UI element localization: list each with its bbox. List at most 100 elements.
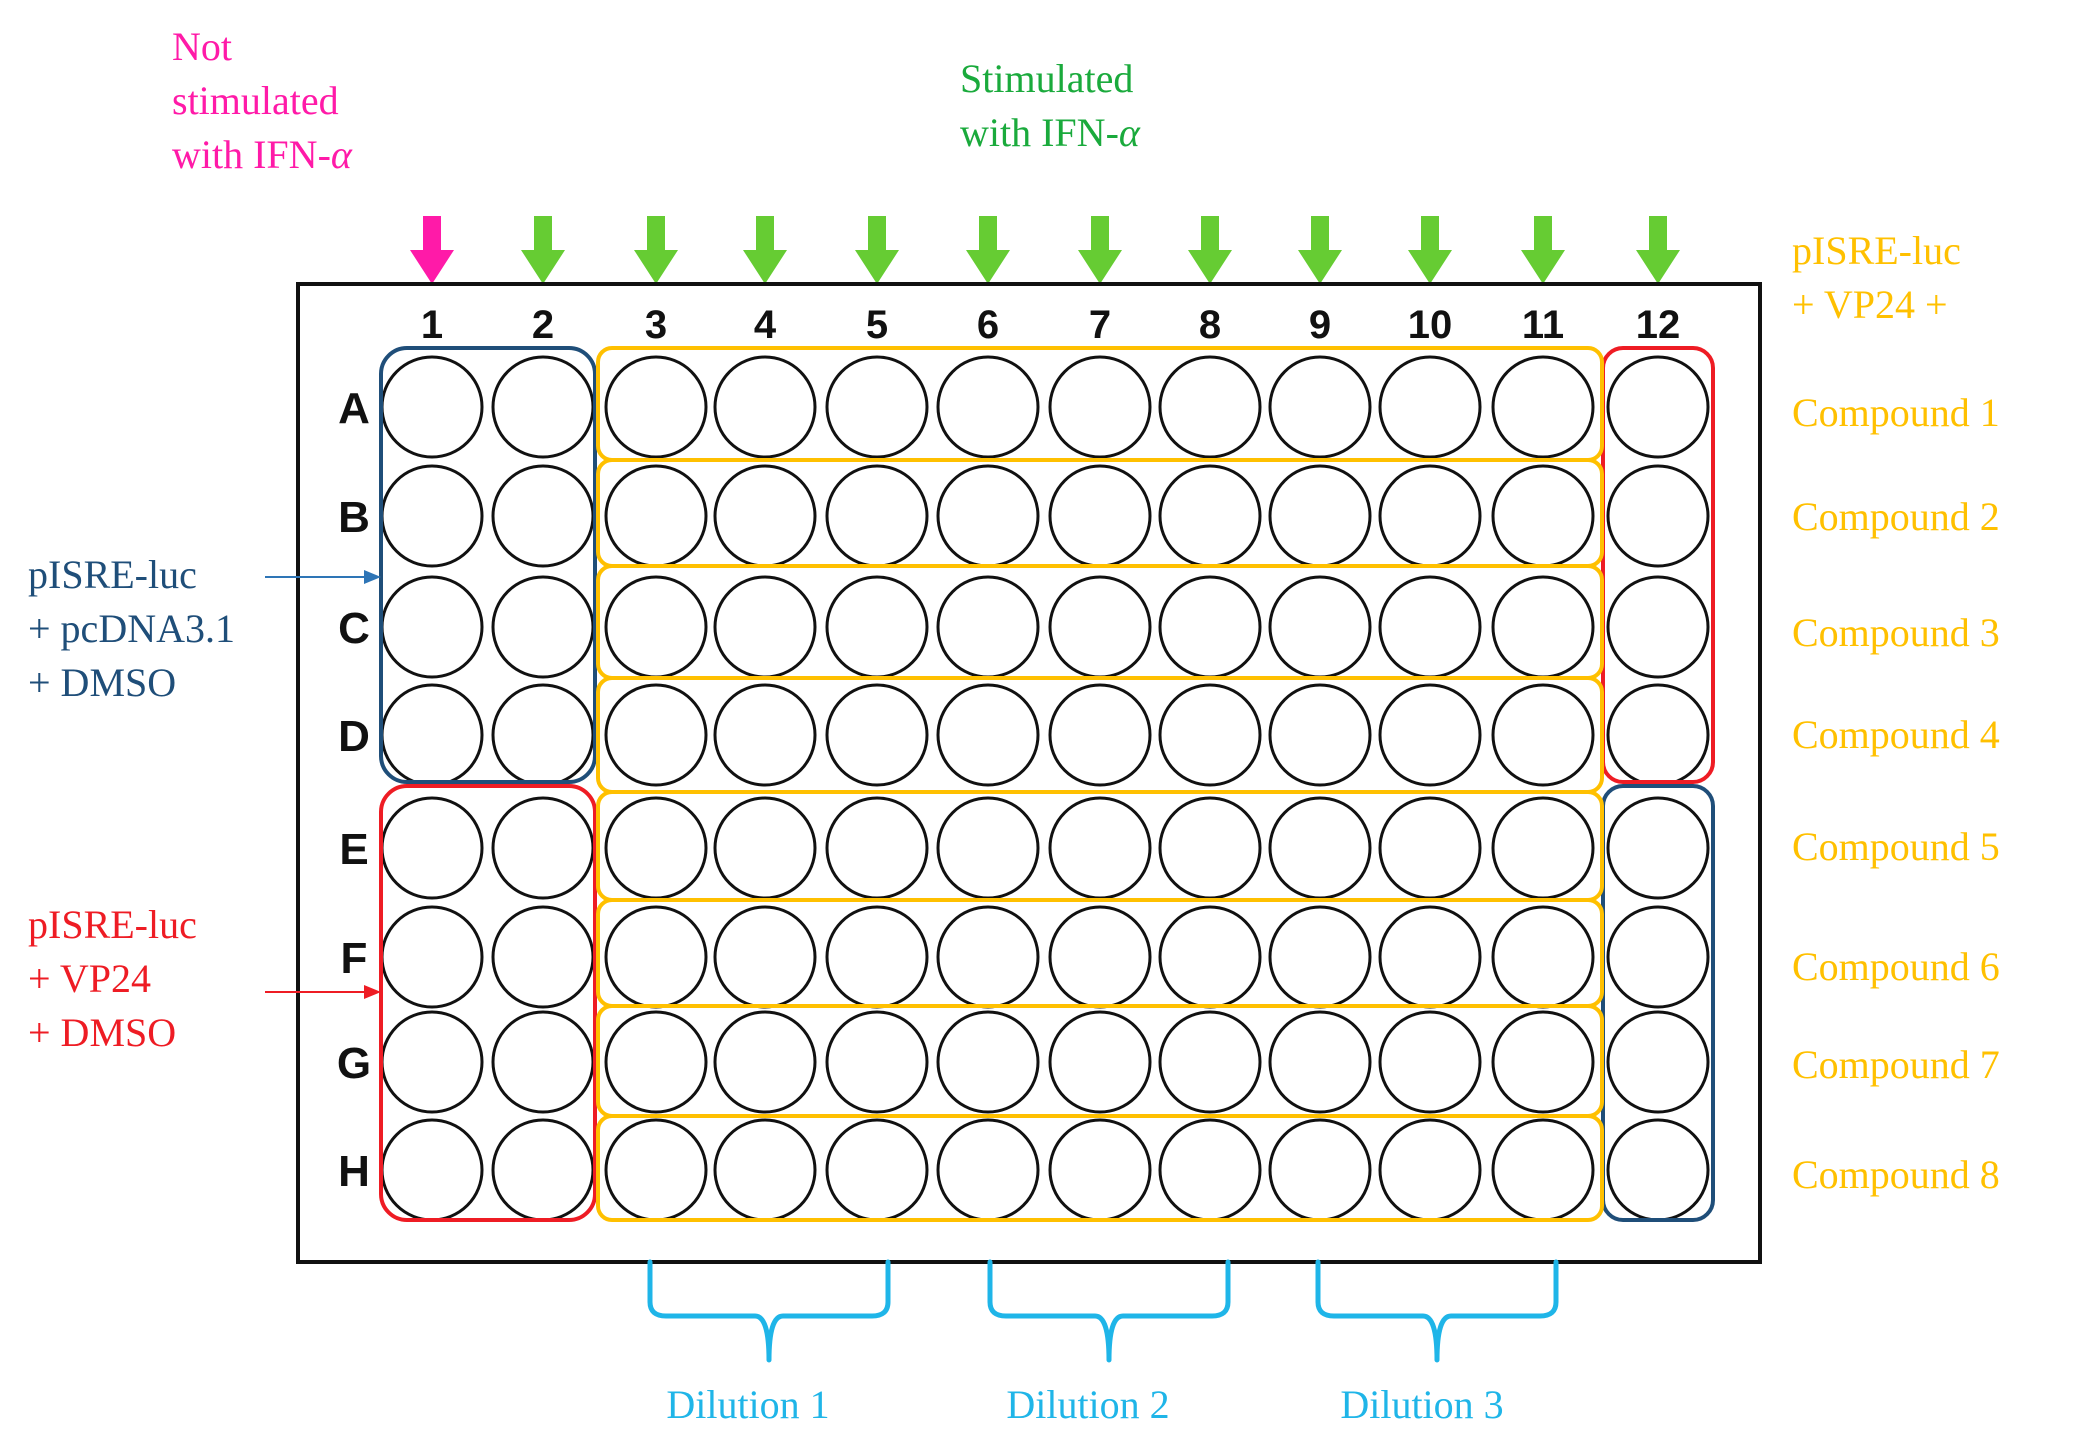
- green-arrow: [521, 216, 565, 284]
- well: [1048, 1118, 1152, 1222]
- well: [1048, 905, 1152, 1009]
- well: [936, 905, 1040, 1009]
- well: [1491, 1010, 1595, 1114]
- dilution-label: Dilution 2: [1006, 1382, 1169, 1427]
- well: [604, 683, 708, 787]
- well: [491, 575, 595, 679]
- well: [1606, 575, 1710, 679]
- compound-row-box: [596, 1114, 1604, 1222]
- well: [380, 1010, 484, 1114]
- well: [1158, 355, 1262, 459]
- well: [936, 355, 1040, 459]
- well: [491, 464, 595, 568]
- well: [1048, 1010, 1152, 1114]
- well: [604, 355, 708, 459]
- not-stimulated-line-3-text: with IFN-: [172, 132, 331, 177]
- column-number: 12: [1636, 303, 1681, 347]
- well: [936, 683, 1040, 787]
- well: [380, 905, 484, 1009]
- green-arrow: [1408, 216, 1452, 284]
- well: [1606, 905, 1710, 1009]
- green-arrow: [634, 216, 678, 284]
- arrow-shape: [855, 216, 899, 284]
- arrow-shape: [1521, 216, 1565, 284]
- well: [1158, 575, 1262, 679]
- well: [825, 683, 929, 787]
- arrow-shape: [521, 216, 565, 284]
- control-blue-label: pISRE-luc + pcDNA3.1 + DMSO: [28, 552, 235, 705]
- well: [825, 464, 929, 568]
- stimulated-line-2: with IFN-α: [960, 110, 1141, 155]
- stimulated-line-1: Stimulated: [960, 56, 1133, 101]
- row-letter: F: [341, 934, 368, 983]
- well: [1491, 355, 1595, 459]
- control-red-box: [379, 784, 597, 1222]
- well: [380, 575, 484, 679]
- compound-label: Compound 7: [1792, 1042, 2000, 1087]
- arrow-shape: [966, 216, 1010, 284]
- well: [1158, 796, 1262, 900]
- well: [1048, 355, 1152, 459]
- well: [380, 1118, 484, 1222]
- green-arrow: [743, 216, 787, 284]
- control-red-line-3: + DMSO: [28, 1010, 176, 1055]
- well: [713, 683, 817, 787]
- well: [491, 355, 595, 459]
- well: [1268, 796, 1372, 900]
- well: [713, 464, 817, 568]
- column-number: 2: [532, 303, 554, 347]
- col12-blue-box: [1601, 784, 1715, 1222]
- well: [1268, 575, 1372, 679]
- well: [604, 1010, 708, 1114]
- dilution-label: Dilution 3: [1340, 1382, 1503, 1427]
- well: [713, 796, 817, 900]
- well: [1606, 464, 1710, 568]
- column-number: 9: [1309, 303, 1331, 347]
- well: [1048, 796, 1152, 900]
- well: [1268, 683, 1372, 787]
- alpha-symbol: α: [1119, 110, 1141, 155]
- pointer-head: [364, 570, 381, 584]
- well: [380, 464, 484, 568]
- green-arrow: [1078, 216, 1122, 284]
- well: [491, 1010, 595, 1114]
- well: [1268, 905, 1372, 1009]
- arrow-shape: [1188, 216, 1232, 284]
- well: [825, 1118, 929, 1222]
- well: [713, 905, 817, 1009]
- dilution-label: Dilution 1: [666, 1382, 829, 1427]
- row-letter: C: [338, 604, 370, 653]
- row-letter: D: [338, 712, 370, 761]
- well: [1268, 355, 1372, 459]
- column-number: 5: [866, 303, 888, 347]
- well: [1158, 1118, 1262, 1222]
- row-letter: G: [337, 1039, 371, 1088]
- well: [1158, 464, 1262, 568]
- compound-label: Compound 8: [1792, 1152, 2000, 1197]
- well: [1268, 1118, 1372, 1222]
- control-red-pointer: [265, 985, 381, 999]
- well: [825, 575, 929, 679]
- well: [1268, 464, 1372, 568]
- well: [713, 575, 817, 679]
- compound-label: Compound 5: [1792, 824, 2000, 869]
- well: [1491, 796, 1595, 900]
- well: [825, 796, 929, 900]
- compound-label: Compound 4: [1792, 712, 2000, 757]
- well: [491, 905, 595, 1009]
- well: [1158, 1010, 1262, 1114]
- well: [936, 1010, 1040, 1114]
- compound-boxes: [596, 346, 1604, 1222]
- column-number: 11: [1522, 303, 1564, 347]
- well: [604, 796, 708, 900]
- control-blue-line-3: + DMSO: [28, 660, 176, 705]
- well: [825, 355, 929, 459]
- green-arrow: [1521, 216, 1565, 284]
- well: [604, 905, 708, 1009]
- well: [825, 905, 929, 1009]
- well: [1606, 1010, 1710, 1114]
- well: [1378, 575, 1482, 679]
- well: [1378, 905, 1482, 1009]
